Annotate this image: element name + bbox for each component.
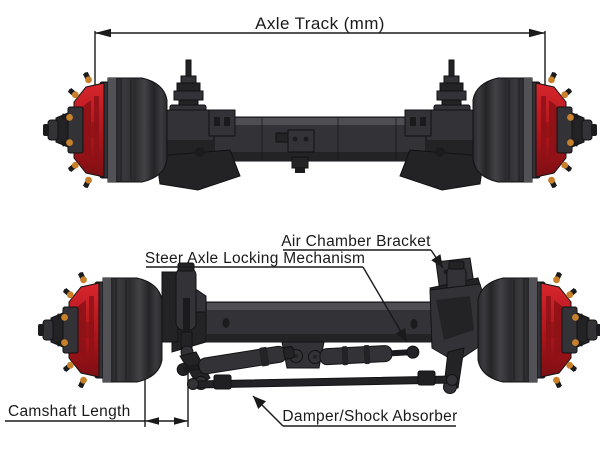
bottom-axle-assembly	[37, 257, 600, 394]
wheel-end-top-left	[42, 70, 168, 190]
top-view: Axle Track (mm)	[42, 14, 598, 191]
steer-axle-locking-mechanism-left	[161, 262, 211, 390]
camshaft-length-dimension: Camshaft Length	[5, 403, 188, 425]
axle-track-label: Axle Track (mm)	[255, 14, 385, 33]
damper-leader	[252, 395, 284, 427]
arrowhead-left-icon	[95, 28, 111, 38]
tie-rod	[187, 370, 458, 390]
camshaft-arrowhead-right-icon	[174, 417, 188, 425]
knuckle-bottom-right	[429, 257, 489, 394]
bottom-view: Air Chamber Bracket Steer Axle Locking M…	[5, 233, 600, 427]
callouts: Air Chamber Bracket Steer Axle Locking M…	[145, 233, 457, 427]
damper-label: Damper/Shock Absorber	[282, 408, 457, 425]
kingpin-knuckle-top-left	[155, 59, 241, 191]
axle-track-dimension: Axle Track (mm)	[94, 14, 546, 128]
top-axle-assembly	[42, 59, 598, 191]
air-chamber-bracket-leader	[430, 249, 444, 269]
wheel-end-bottom-left	[37, 270, 163, 390]
wheel-end-top-right	[472, 70, 598, 190]
locking-mechanism-label: Steer Axle Locking Mechanism	[145, 250, 365, 267]
camshaft-length-label: Camshaft Length	[8, 403, 131, 420]
locking-cylinder	[319, 344, 420, 366]
center-pivot-bracket	[281, 341, 325, 369]
damper-shock-absorber	[176, 345, 295, 377]
camshaft-arrowhead-left-icon	[145, 417, 159, 425]
air-chamber-bracket-label: Air Chamber Bracket	[281, 233, 431, 250]
wheel-end-bottom-right	[477, 270, 600, 390]
locking-mechanism-leader	[362, 266, 408, 343]
kingpin-knuckle-top-right	[399, 59, 485, 191]
arrowhead-right-icon	[529, 28, 545, 38]
axle-beam-top	[207, 116, 433, 173]
